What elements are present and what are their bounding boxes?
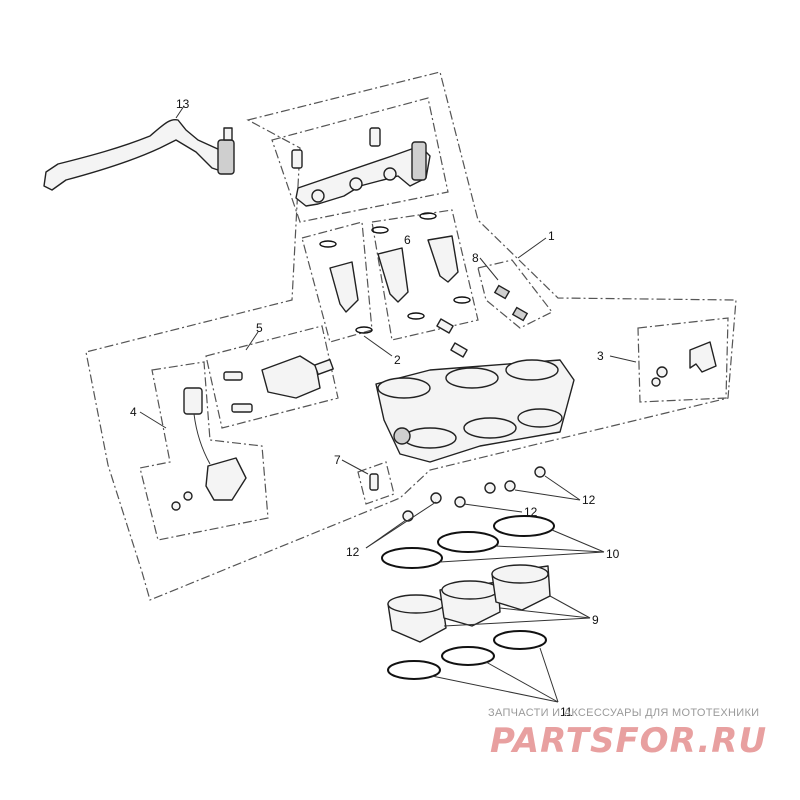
- adaptors-part-9: [387, 564, 551, 643]
- callout-13: 13: [176, 97, 190, 111]
- frame-part-4: [139, 361, 269, 541]
- o-rings-part-11: [387, 630, 547, 680]
- throttle-bodies: [375, 359, 575, 463]
- frame-injectors-right: [371, 209, 479, 341]
- bracket-part-3: [651, 341, 717, 387]
- frame-part-8: [477, 259, 553, 329]
- callout-10: 10: [606, 547, 620, 561]
- callout-4: 4: [130, 405, 137, 419]
- part-8-fasteners: [493, 284, 529, 322]
- injector-screws: [436, 318, 468, 358]
- sensor-part-4: [171, 387, 247, 511]
- watermark-brand: PARTSFOR.RU: [490, 721, 767, 761]
- callout-2: 2: [394, 353, 401, 367]
- callout-12-middle: 12: [524, 505, 538, 519]
- fuel-injectors: [319, 212, 471, 334]
- callout-11: 11: [560, 705, 573, 719]
- frame-main-assembly: [85, 71, 737, 601]
- callout-1: 1: [548, 229, 555, 243]
- callout-12-right: 12: [582, 493, 596, 507]
- fuel-rail: [291, 127, 431, 207]
- fuel-hose: [43, 118, 235, 191]
- callout-8: 8: [472, 251, 479, 265]
- callout-9: 9: [592, 613, 599, 627]
- callout-12-left: 12: [346, 545, 360, 559]
- leader-lines: [139, 105, 637, 703]
- callout-numbers: 1 2 3 4 5 6 7 8 9 10 11 12 12 12 13: [130, 97, 620, 719]
- part-7: [369, 473, 379, 491]
- callout-5: 5: [256, 321, 263, 335]
- sensor-part-5: [223, 355, 334, 413]
- watermark-tagline: ЗАПЧАСТИ И АКСЕССУАРЫ ДЛЯ МОТОТЕХНИКИ: [488, 707, 759, 719]
- frame-part-3: [637, 317, 729, 403]
- frame-fuel-rail: [271, 97, 449, 223]
- screws-part-12: [402, 466, 546, 522]
- clamps-part-10: [381, 515, 555, 569]
- watermark: ЗАПЧАСТИ И АКСЕССУАРЫ ДЛЯ МОТОТЕХНИКИ PA…: [488, 707, 767, 761]
- frame-part-7: [357, 461, 395, 505]
- callout-3: 3: [597, 349, 604, 363]
- frame-part-5: [205, 325, 339, 429]
- callout-7: 7: [334, 453, 341, 467]
- callout-6: 6: [404, 233, 411, 247]
